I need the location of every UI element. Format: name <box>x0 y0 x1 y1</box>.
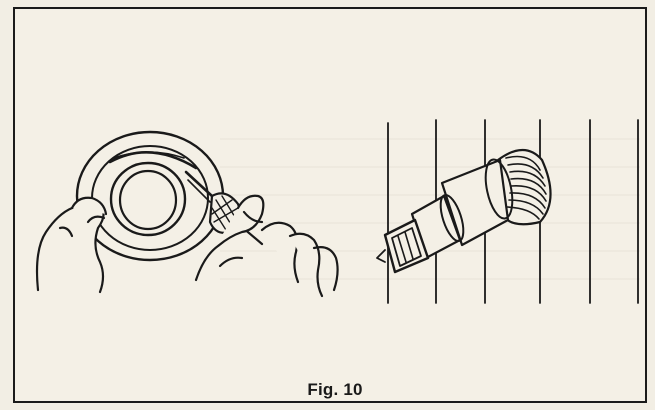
threaded-adapter-icon <box>376 148 552 274</box>
hands-holding-lens-icon <box>35 194 339 298</box>
lens-ring-icon <box>75 130 225 262</box>
figure-caption: Fig. 10 <box>307 380 363 399</box>
